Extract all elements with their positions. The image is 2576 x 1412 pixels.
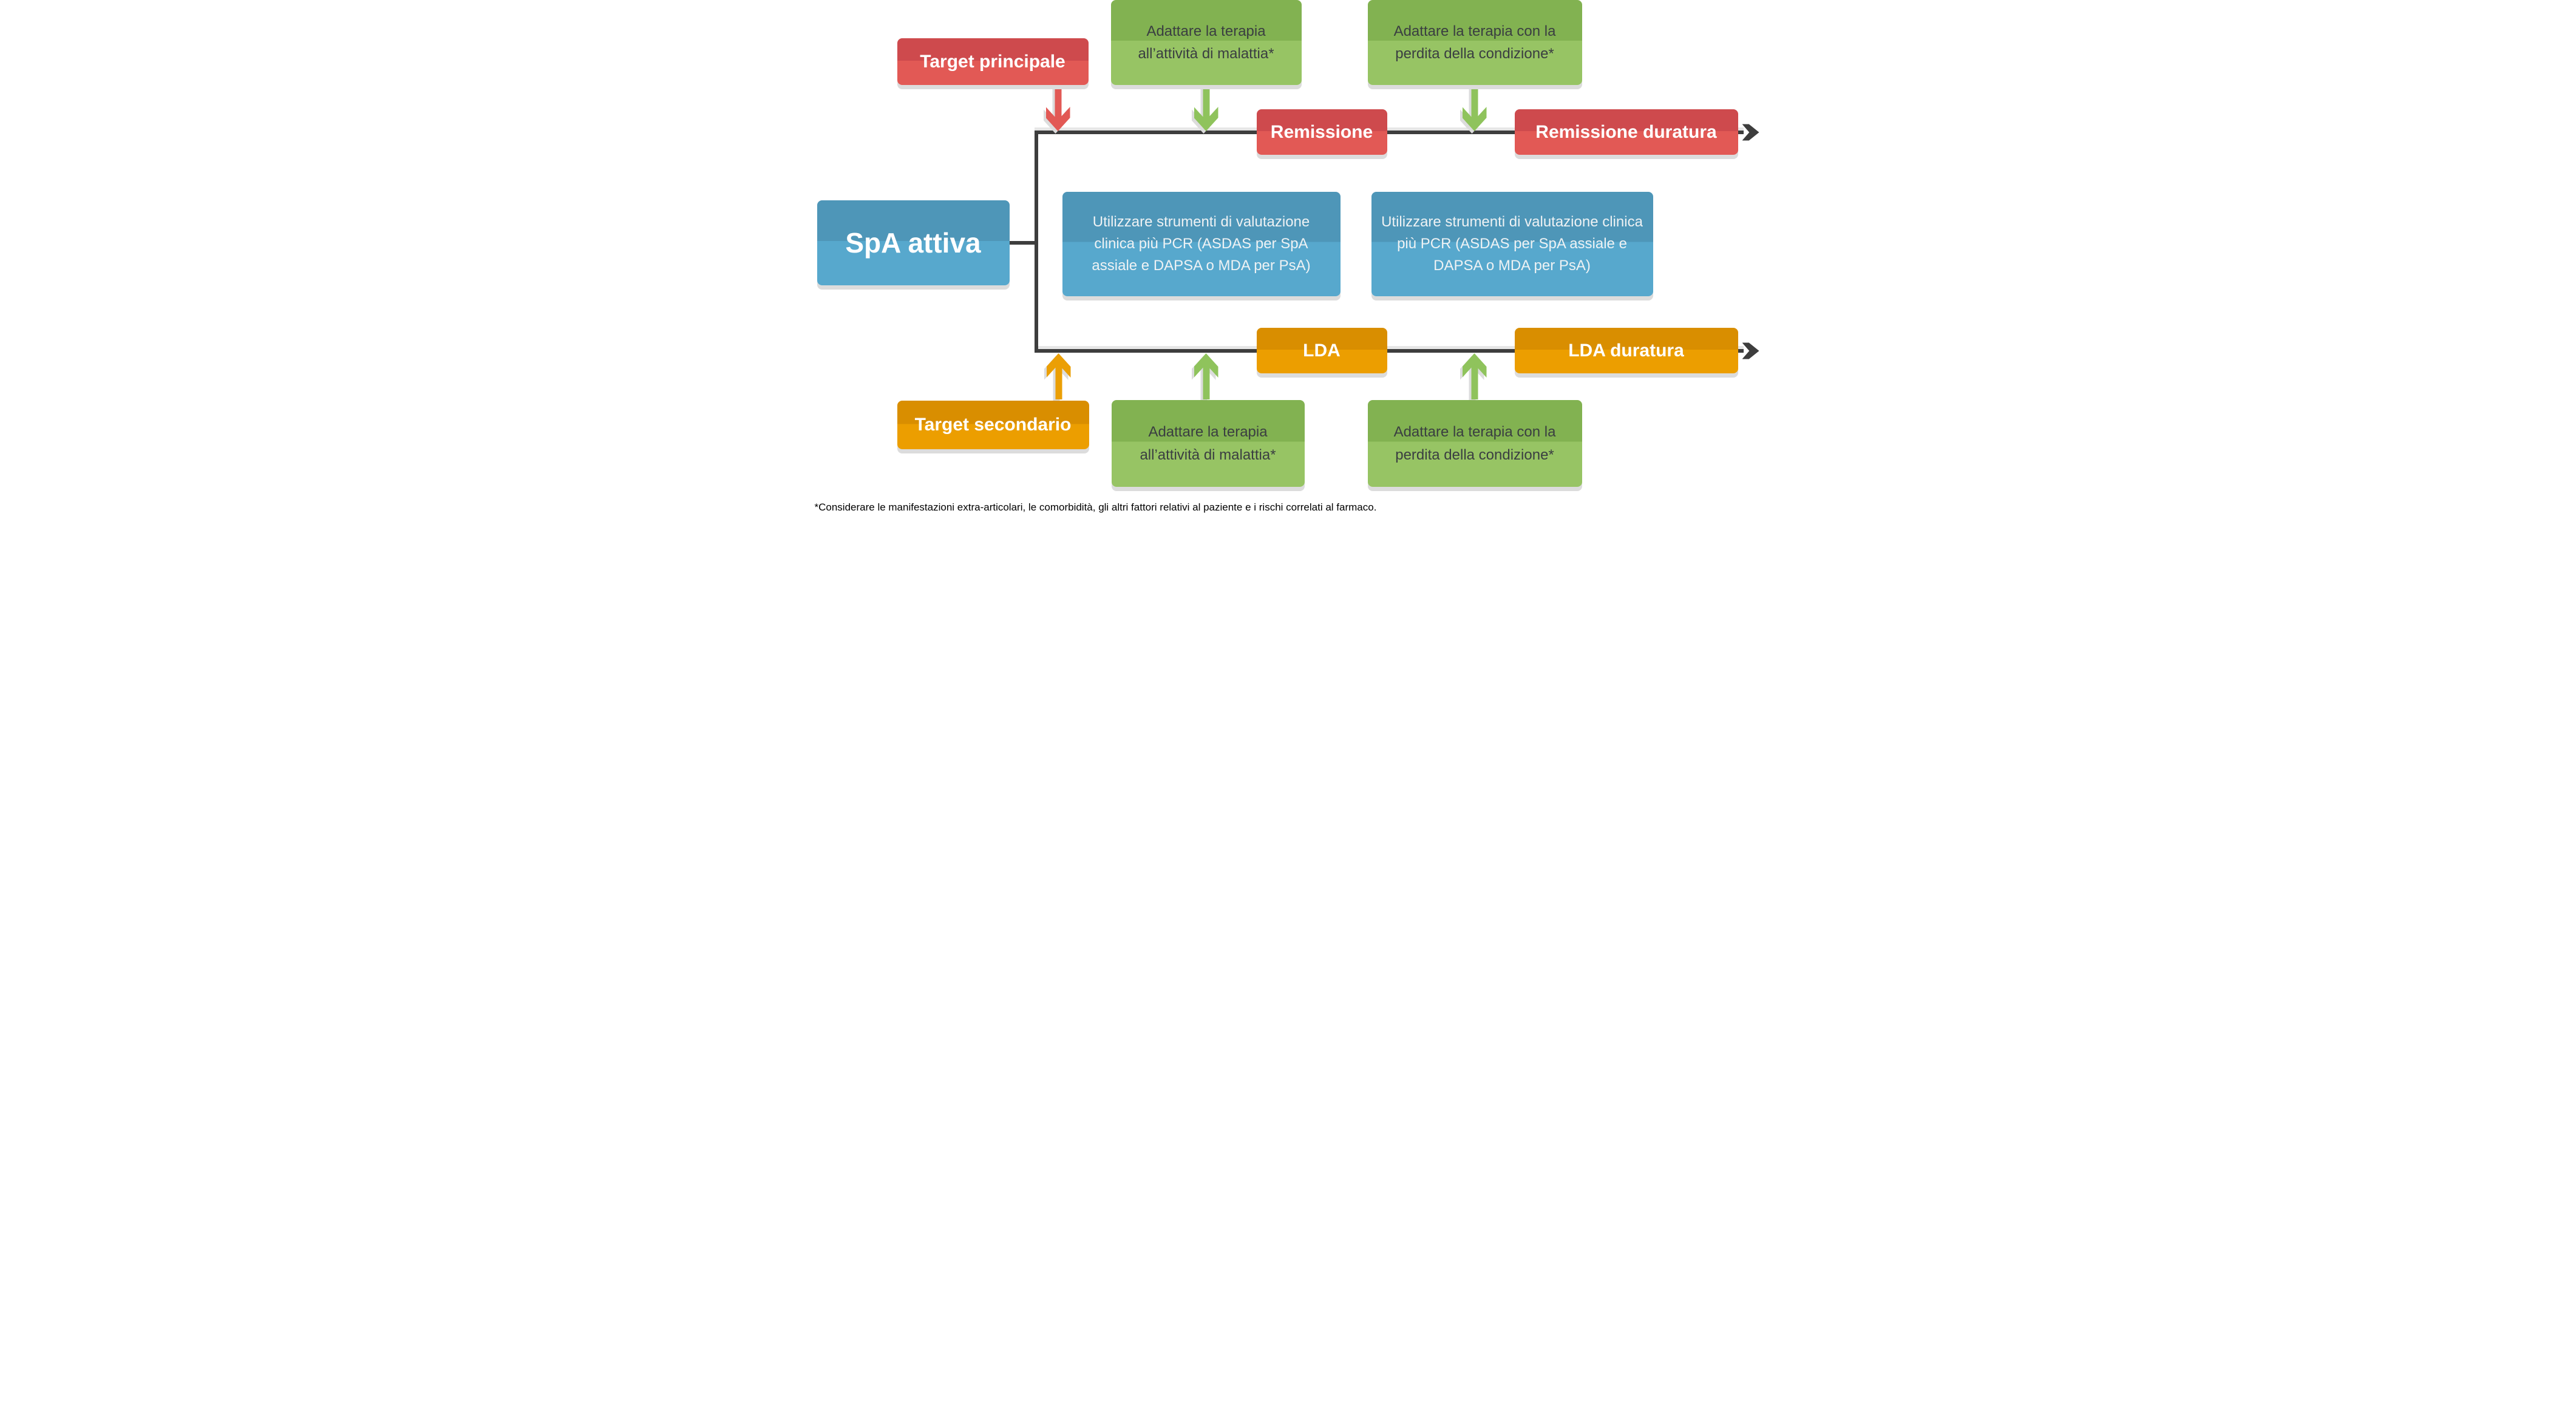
flowchart-canvas: Target principale Adattare la terapia al… [812,0,1764,522]
node-target-principale: Target principale [897,38,1089,85]
node-target-secondario: Target secondario [897,401,1089,449]
node-lda-duratura-label: LDA duratura [1568,340,1684,361]
down-arrow-target-principale-icon [1045,85,1070,131]
footnote: *Considerare le manifestazioni extra-art… [814,501,1377,513]
spa-attiva-connector [1009,241,1037,245]
flow-line-lda [1034,349,1744,353]
node-target-secondario-label: Target secondario [914,415,1072,435]
up-arrow-adapt-loss-icon [1462,353,1487,399]
arrowhead-right-remission-icon [1742,124,1759,141]
node-adapt-loss-bottom: Adattare la terapia con la perdita della… [1367,400,1582,487]
node-adapt-activity-top-label: Adattare la terapia all’attività di mala… [1138,22,1274,62]
node-remissione: Remissione [1256,109,1387,155]
node-strumenti-top-label: Utilizzare strumenti di valutazione clin… [1092,214,1311,274]
node-remissione-duratura-label: Remissione duratura [1535,121,1717,142]
flow-line-remission [1034,131,1744,134]
node-adapt-activity-bottom: Adattare la terapia all’attività di mala… [1111,400,1305,487]
node-adapt-loss-top-label: Adattare la terapia con la perdita della… [1393,22,1556,62]
node-strumenti-bottom: Utilizzare strumenti di valutazione clin… [1371,192,1653,296]
node-lda: LDA [1256,328,1387,373]
node-adapt-loss-top: Adattare la terapia con la perdita della… [1367,0,1582,85]
node-target-principale-label: Target principale [920,51,1065,72]
node-remissione-label: Remissione [1270,121,1373,142]
node-adapt-activity-bottom-label: Adattare la terapia all’attività di mala… [1140,424,1276,463]
node-spa-attiva-label: SpA attiva [845,227,981,259]
node-spa-attiva: SpA attiva [817,200,1010,285]
up-arrow-target-secondario-icon [1046,353,1071,399]
node-strumenti-bottom-label: Utilizzare strumenti di valutazione clin… [1381,214,1643,274]
node-adapt-activity-top: Adattare la terapia all’attività di mala… [1110,0,1302,85]
down-arrow-adapt-activity-icon [1194,85,1218,131]
node-adapt-loss-bottom-label: Adattare la terapia con la perdita della… [1393,424,1556,463]
arrowhead-right-lda-icon [1742,342,1759,359]
up-arrow-adapt-activity-icon [1194,353,1218,399]
node-strumenti-top: Utilizzare strumenti di valutazione clin… [1062,192,1341,296]
node-lda-duratura: LDA duratura [1514,328,1738,373]
node-remissione-duratura: Remissione duratura [1514,109,1738,155]
down-arrow-adapt-loss-icon [1462,85,1487,131]
node-lda-label: LDA [1303,340,1341,361]
